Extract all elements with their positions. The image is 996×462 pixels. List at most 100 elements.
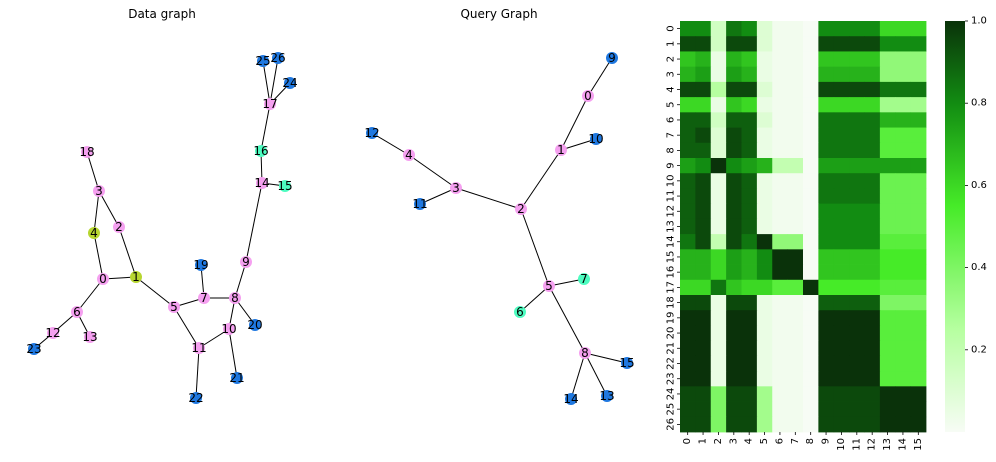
heatmap-cell-24-4 xyxy=(741,386,758,402)
heatmap-cell-14-11 xyxy=(849,234,865,250)
heatmap-cell-3-14 xyxy=(895,66,912,83)
data-node-label-13: 13 xyxy=(82,330,97,344)
heatmap-cell-4-4 xyxy=(741,81,758,98)
colorbar-tick-label: 0.8 xyxy=(971,98,987,109)
query-node-0 xyxy=(582,90,594,102)
data-node-label-17: 17 xyxy=(262,97,277,111)
heatmap-cell-17-9 xyxy=(818,279,835,296)
heatmap-cell-6-13 xyxy=(879,112,896,128)
data-node-21 xyxy=(231,372,243,384)
heatmap-cell-25-13 xyxy=(879,401,896,418)
heatmap-cell-14-9 xyxy=(818,234,835,250)
data-node-6 xyxy=(71,306,83,318)
heatmap-cell-13-11 xyxy=(849,218,865,235)
col-tick-label: 15 xyxy=(913,438,924,451)
heatmap-cell-6-0 xyxy=(680,112,696,128)
data-node-13 xyxy=(84,331,96,343)
col-tick-label: 6 xyxy=(774,438,785,444)
data-node-label-19: 19 xyxy=(193,258,208,272)
data-edge-17-25 xyxy=(262,60,271,105)
data-node-label-21: 21 xyxy=(229,371,244,385)
query-node-3 xyxy=(450,182,462,194)
heatmap-cell-17-2 xyxy=(710,279,727,296)
heatmap-cell-2-11 xyxy=(849,51,865,68)
heatmap-cell-1-3 xyxy=(726,36,742,52)
heatmap-cell-1-2 xyxy=(710,36,727,52)
heatmap-cell-7-12 xyxy=(864,127,881,144)
heatmap-cell-14-13 xyxy=(879,234,896,250)
heatmap-cell-21-7 xyxy=(787,340,804,357)
heatmap-cell-25-6 xyxy=(772,401,789,418)
heatmap-cell-17-11 xyxy=(849,279,865,296)
heatmap-cell-13-14 xyxy=(895,218,912,235)
heatmap-cell-0-10 xyxy=(833,21,850,37)
heatmap-cell-19-4 xyxy=(741,310,758,326)
heatmap-cell-25-12 xyxy=(864,401,881,418)
row-tick-label: 21 xyxy=(666,342,677,355)
heatmap-cell-9-15 xyxy=(910,158,927,174)
query-node-label-9: 9 xyxy=(608,51,616,65)
heatmap-cell-7-5 xyxy=(756,127,773,144)
heatmap-cell-10-14 xyxy=(895,173,912,189)
heatmap-cell-16-9 xyxy=(818,264,835,281)
heatmap-cell-18-7 xyxy=(787,295,804,311)
heatmap-cell-22-6 xyxy=(772,355,789,372)
heatmap-cell-24-6 xyxy=(772,386,789,402)
heatmap-cell-15-9 xyxy=(818,249,835,265)
heatmap-cell-16-1 xyxy=(695,264,712,281)
heatmap-cell-22-14 xyxy=(895,355,912,372)
heatmap-cell-2-6 xyxy=(772,51,789,68)
query-edge-8-15 xyxy=(584,352,628,364)
heatmap-cell-14-5 xyxy=(756,234,773,250)
heatmap-cell-24-3 xyxy=(726,386,742,402)
colorbar: 0.20.40.60.81.0 xyxy=(945,16,987,432)
heatmap-cell-16-12 xyxy=(864,264,881,281)
heatmap-cell-23-11 xyxy=(849,371,865,387)
row-tick-label: 7 xyxy=(666,132,677,138)
heatmap-cell-4-14 xyxy=(895,81,912,98)
heatmap-cell-10-11 xyxy=(849,173,865,189)
heatmap-cell-22-9 xyxy=(818,355,835,372)
heatmap-cell-3-13 xyxy=(879,66,896,83)
heatmap-cell-23-9 xyxy=(818,371,835,387)
data-node-11 xyxy=(193,342,205,354)
row-tick-label: 0 xyxy=(666,25,677,31)
heatmap-cell-2-5 xyxy=(756,51,773,68)
heatmap-cell-19-11 xyxy=(849,310,865,326)
heatmap-cell-9-0 xyxy=(680,158,696,174)
heatmap-cell-4-12 xyxy=(864,81,881,98)
heatmap-cell-16-4 xyxy=(741,264,758,281)
heatmap-cell-19-9 xyxy=(818,310,835,326)
data-node-19 xyxy=(195,259,207,271)
heatmap-cell-13-13 xyxy=(879,218,896,235)
heatmap-cell-8-13 xyxy=(879,142,896,159)
heatmap-cell-5-8 xyxy=(803,97,819,113)
heatmap-cell-20-4 xyxy=(741,325,758,342)
colorbar-tick-label: 1.0 xyxy=(971,16,987,27)
heatmap-cell-17-6 xyxy=(772,279,789,296)
heatmap-cell-13-3 xyxy=(726,218,742,235)
query-node-label-10: 10 xyxy=(588,132,603,146)
heatmap-cell-13-4 xyxy=(741,218,758,235)
data-node-20 xyxy=(249,319,261,331)
data-node-label-3: 3 xyxy=(95,184,103,198)
query-edge-0-1 xyxy=(560,95,589,151)
heatmap-cell-17-8 xyxy=(803,279,819,296)
data-edge-8-9 xyxy=(234,261,247,299)
heatmap-cell-7-10 xyxy=(833,127,850,144)
heatmap-cell-11-14 xyxy=(895,188,912,205)
heatmap-cell-11-4 xyxy=(741,188,758,205)
heatmap-cell-12-9 xyxy=(818,203,835,220)
heatmap: 0123456789101112131415161718192021222324… xyxy=(666,21,927,451)
row-tick-label: 10 xyxy=(666,174,677,187)
heatmap-cell-18-15 xyxy=(910,295,927,311)
heatmap-cell-3-15 xyxy=(910,66,927,83)
row-tick-label: 12 xyxy=(666,205,677,218)
heatmap-cell-7-11 xyxy=(849,127,865,144)
heatmap-cell-24-11 xyxy=(849,386,865,402)
col-tick-label: 0 xyxy=(682,438,693,444)
heatmap-cell-8-14 xyxy=(895,142,912,159)
query-node-7 xyxy=(578,273,590,285)
data-node-23 xyxy=(28,343,40,355)
heatmap-cell-10-10 xyxy=(833,173,850,189)
